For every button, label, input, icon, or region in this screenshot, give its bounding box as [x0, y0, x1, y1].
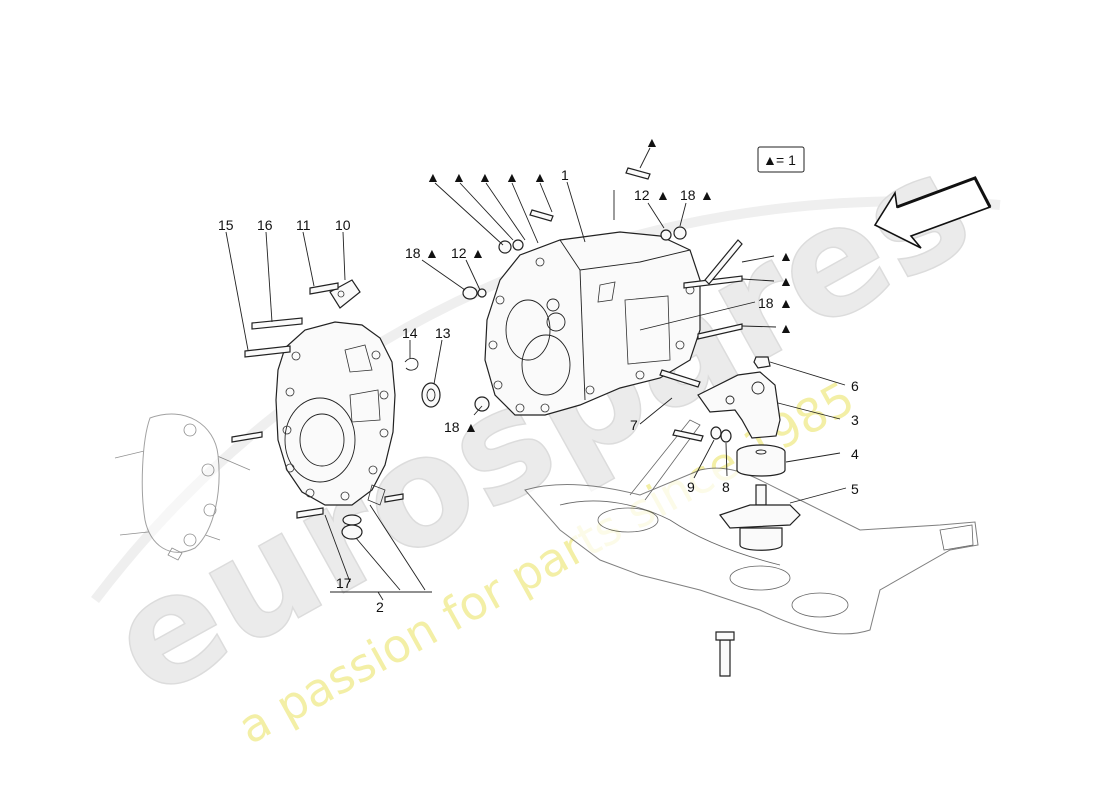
callout-number-10: 10: [335, 217, 351, 233]
callout-triangle: ▲: [471, 245, 485, 261]
small-parts: [231, 167, 743, 540]
callout-triangle: ▲: [645, 134, 659, 150]
callout-number-18: 18: [758, 295, 774, 311]
callouts: ▲ ▲ ▲ ▲ ▲ ▲ 1 12 ▲ 18 ▲ 18 ▲ 12 ▲ ▲ ▲ 18…: [218, 134, 859, 615]
callout-number-7: 7: [630, 417, 638, 433]
callout-number-6: 6: [851, 378, 859, 394]
callout-number-1: 1: [561, 167, 569, 183]
callout-number-16: 16: [257, 217, 273, 233]
callout-number-13: 13: [435, 325, 451, 341]
callout-number-17: 17: [336, 575, 352, 591]
rear-housing: [275, 321, 396, 506]
watermark-brand: eurospares: [83, 119, 997, 731]
callout-triangle: ▲: [533, 169, 547, 185]
engine-mount: [697, 356, 801, 677]
dowel-pin-top: [625, 167, 651, 180]
legend-triangle: ▲: [763, 152, 777, 168]
direction-arrow: [873, 176, 992, 249]
callout-number-2: 2: [376, 599, 384, 615]
callout-number-3: 3: [851, 412, 859, 428]
callout-triangle: ▲: [478, 169, 492, 185]
callout-triangle: ▲: [779, 248, 793, 264]
callout-triangle: ▲: [505, 169, 519, 185]
callout-number-18: 18: [680, 187, 696, 203]
dowel-17: [296, 507, 324, 519]
callout-number-11: 11: [296, 217, 311, 233]
callout-number-14: 14: [402, 325, 418, 341]
callout-number-18: 18: [405, 245, 421, 261]
mount-bracket: [697, 371, 781, 439]
callout-triangle: ▲: [700, 187, 714, 203]
callout-triangle: ▲: [779, 320, 793, 336]
callout-number-4: 4: [851, 446, 859, 462]
legend-box: ▲ = 1: [757, 146, 805, 173]
callout-number-12: 12: [634, 187, 650, 203]
callout-number-5: 5: [851, 481, 859, 497]
callout-number-9: 9: [687, 479, 695, 495]
callout-number-12: 12: [451, 245, 467, 261]
callout-triangle: ▲: [426, 169, 440, 185]
callout-number-8: 8: [722, 479, 730, 495]
callout-triangle: ▲: [452, 169, 466, 185]
callout-triangle: ▲: [425, 245, 439, 261]
oil-seal: [421, 382, 441, 408]
callout-number-18: 18: [444, 419, 460, 435]
callout-triangle: ▲: [779, 273, 793, 289]
legend-text: = 1: [776, 152, 796, 168]
callout-triangle: ▲: [779, 295, 793, 311]
driveshaft-flange: [114, 413, 251, 561]
callout-triangle: ▲: [464, 419, 478, 435]
callout-triangle: ▲: [656, 187, 670, 203]
callout-number-15: 15: [218, 217, 234, 233]
leader-lines: [225, 147, 847, 601]
bracket: [329, 279, 361, 309]
